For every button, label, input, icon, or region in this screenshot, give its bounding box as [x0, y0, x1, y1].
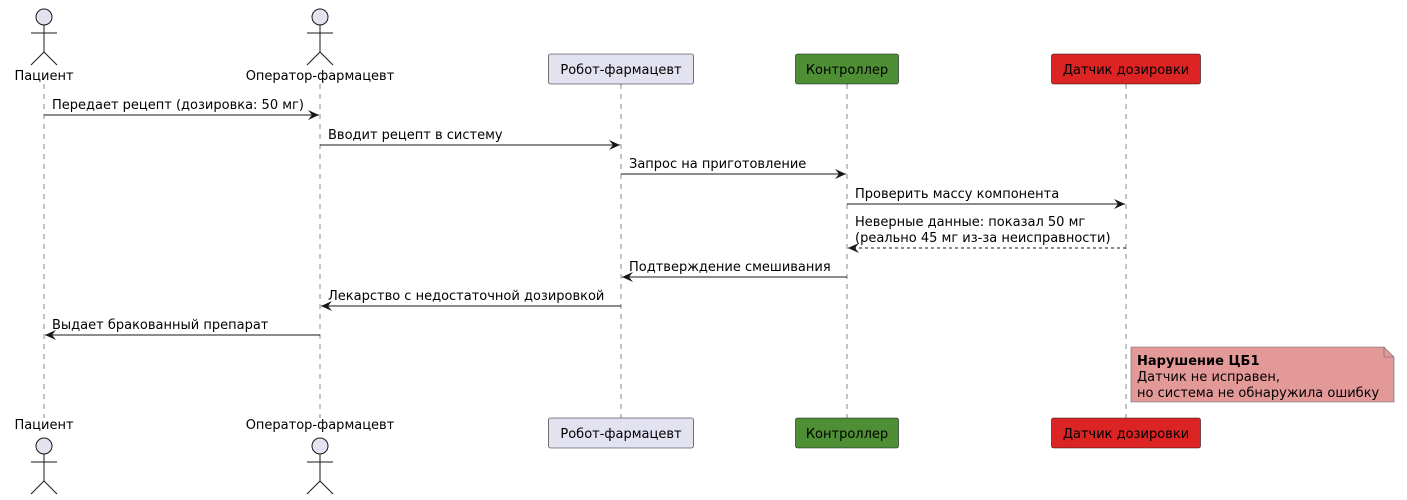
- message-2: Вводит рецепт в систему: [320, 128, 620, 150]
- participant-controller-bottom: Контроллер: [795, 417, 899, 449]
- actor-icon: [35, 8, 53, 26]
- note-line: Датчик не исправен,: [1137, 370, 1280, 385]
- message-3: Запрос на приготовление: [621, 157, 846, 179]
- participant-sensor-top: Датчик дозировки: [1051, 53, 1201, 85]
- message-label: Подтверждение смешивания: [629, 260, 831, 275]
- actor-label: Пациент: [14, 418, 74, 433]
- participant-label: Робот-фармацевт: [560, 63, 682, 78]
- participant-robot-top: Робот-фармацевт: [548, 53, 694, 85]
- actor-patient-bottom: Пациент: [14, 418, 74, 495]
- message-label: Выдает бракованный препарат: [52, 318, 269, 333]
- message-label: (реально 45 мг из-за неисправности): [855, 231, 1111, 246]
- actor-patient-top: Пациент: [14, 8, 74, 84]
- participant-robot-bottom: Робот-фармацевт: [548, 417, 694, 449]
- participant-label: Контроллер: [806, 427, 888, 442]
- message-label: Запрос на приготовление: [629, 157, 806, 172]
- message-label: Вводит рецепт в систему: [328, 128, 503, 143]
- participant-controller-top: Контроллер: [795, 53, 899, 85]
- actor-icon: [35, 437, 53, 455]
- message-label: Лекарство с недостаточной дозировкой: [328, 289, 604, 304]
- participant-label: Датчик дозировки: [1063, 63, 1189, 78]
- actor-icon: [311, 437, 329, 455]
- participant-label: Датчик дозировки: [1063, 427, 1189, 442]
- actor-label: Оператор-фармацевт: [246, 69, 395, 84]
- actor-operator-top: Оператор-фармацевт: [246, 8, 395, 84]
- participant-sensor-bottom: Датчик дозировки: [1051, 417, 1201, 449]
- actor-operator-bottom: Оператор-фармацевт: [246, 418, 395, 495]
- message-label: Неверные данные: показал 50 мг: [855, 215, 1085, 230]
- actor-label: Оператор-фармацевт: [246, 418, 395, 433]
- actor-label: Пациент: [14, 69, 74, 84]
- participant-label: Робот-фармацевт: [560, 427, 682, 442]
- message-label: Передает рецепт (дозировка: 50 мг): [52, 98, 304, 113]
- message-5: Неверные данные: показал 50 мг(реально 4…: [848, 215, 1126, 253]
- message-7: Лекарство с недостаточной дозировкой: [321, 289, 621, 311]
- message-8: Выдает бракованный препарат: [45, 318, 320, 340]
- participant-label: Контроллер: [806, 63, 888, 78]
- message-6: Подтверждение смешивания: [622, 260, 847, 282]
- message-4: Проверить массу компонента: [847, 187, 1125, 209]
- message-label: Проверить массу компонента: [855, 187, 1059, 202]
- note-title: Нарушение ЦБ1: [1137, 354, 1260, 369]
- note-line: но система не обнаружила ошибку: [1137, 386, 1380, 401]
- actor-icon: [311, 8, 329, 26]
- message-1: Передает рецепт (дозировка: 50 мг): [44, 98, 319, 120]
